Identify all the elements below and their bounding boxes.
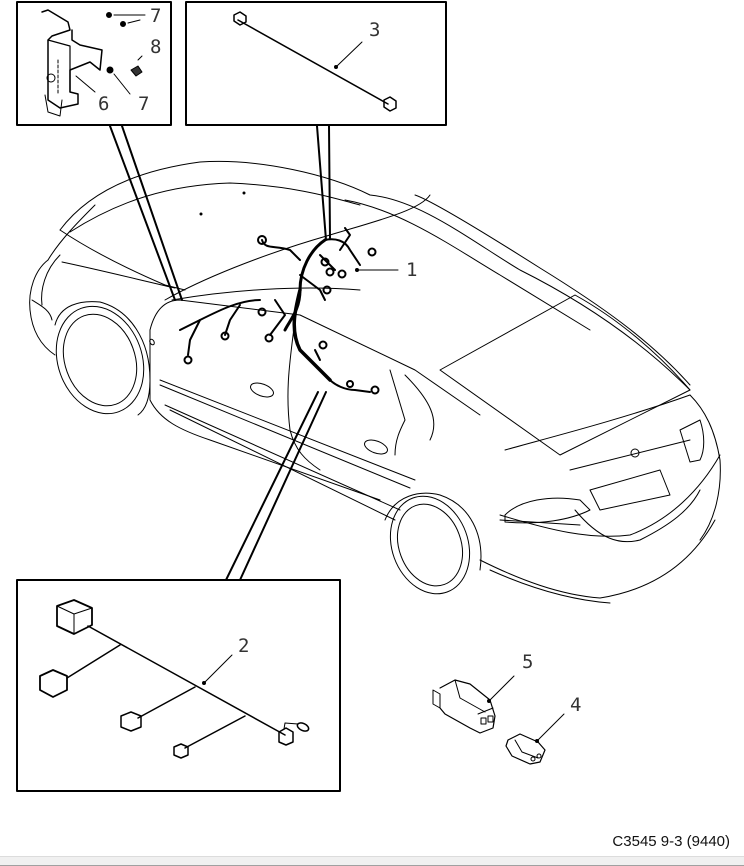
callout-label-6: 6 (98, 93, 109, 115)
callout-label-7b: 7 (138, 93, 149, 115)
bracket-inset (16, 1, 172, 126)
main-harness (179, 227, 380, 395)
callout-label-7a: 7 (150, 5, 161, 27)
connector-housing-5 (432, 675, 515, 734)
callout-label-8: 8 (150, 36, 161, 58)
callout-label-3: 3 (369, 19, 380, 41)
callout-label-5: 5 (522, 651, 533, 673)
cable-inset (185, 1, 447, 126)
callout-label-1: 1 (406, 259, 417, 281)
small-connector-4 (505, 713, 565, 765)
callout-label-4: 4 (570, 694, 581, 716)
car-body (29, 160, 721, 604)
callout-label-2: 2 (238, 635, 249, 657)
footer-bar (0, 856, 744, 866)
reference-code: C3545 9-3 (9440) (612, 833, 730, 850)
inset-leaders (109, 125, 331, 581)
door-harness-inset (16, 579, 341, 792)
